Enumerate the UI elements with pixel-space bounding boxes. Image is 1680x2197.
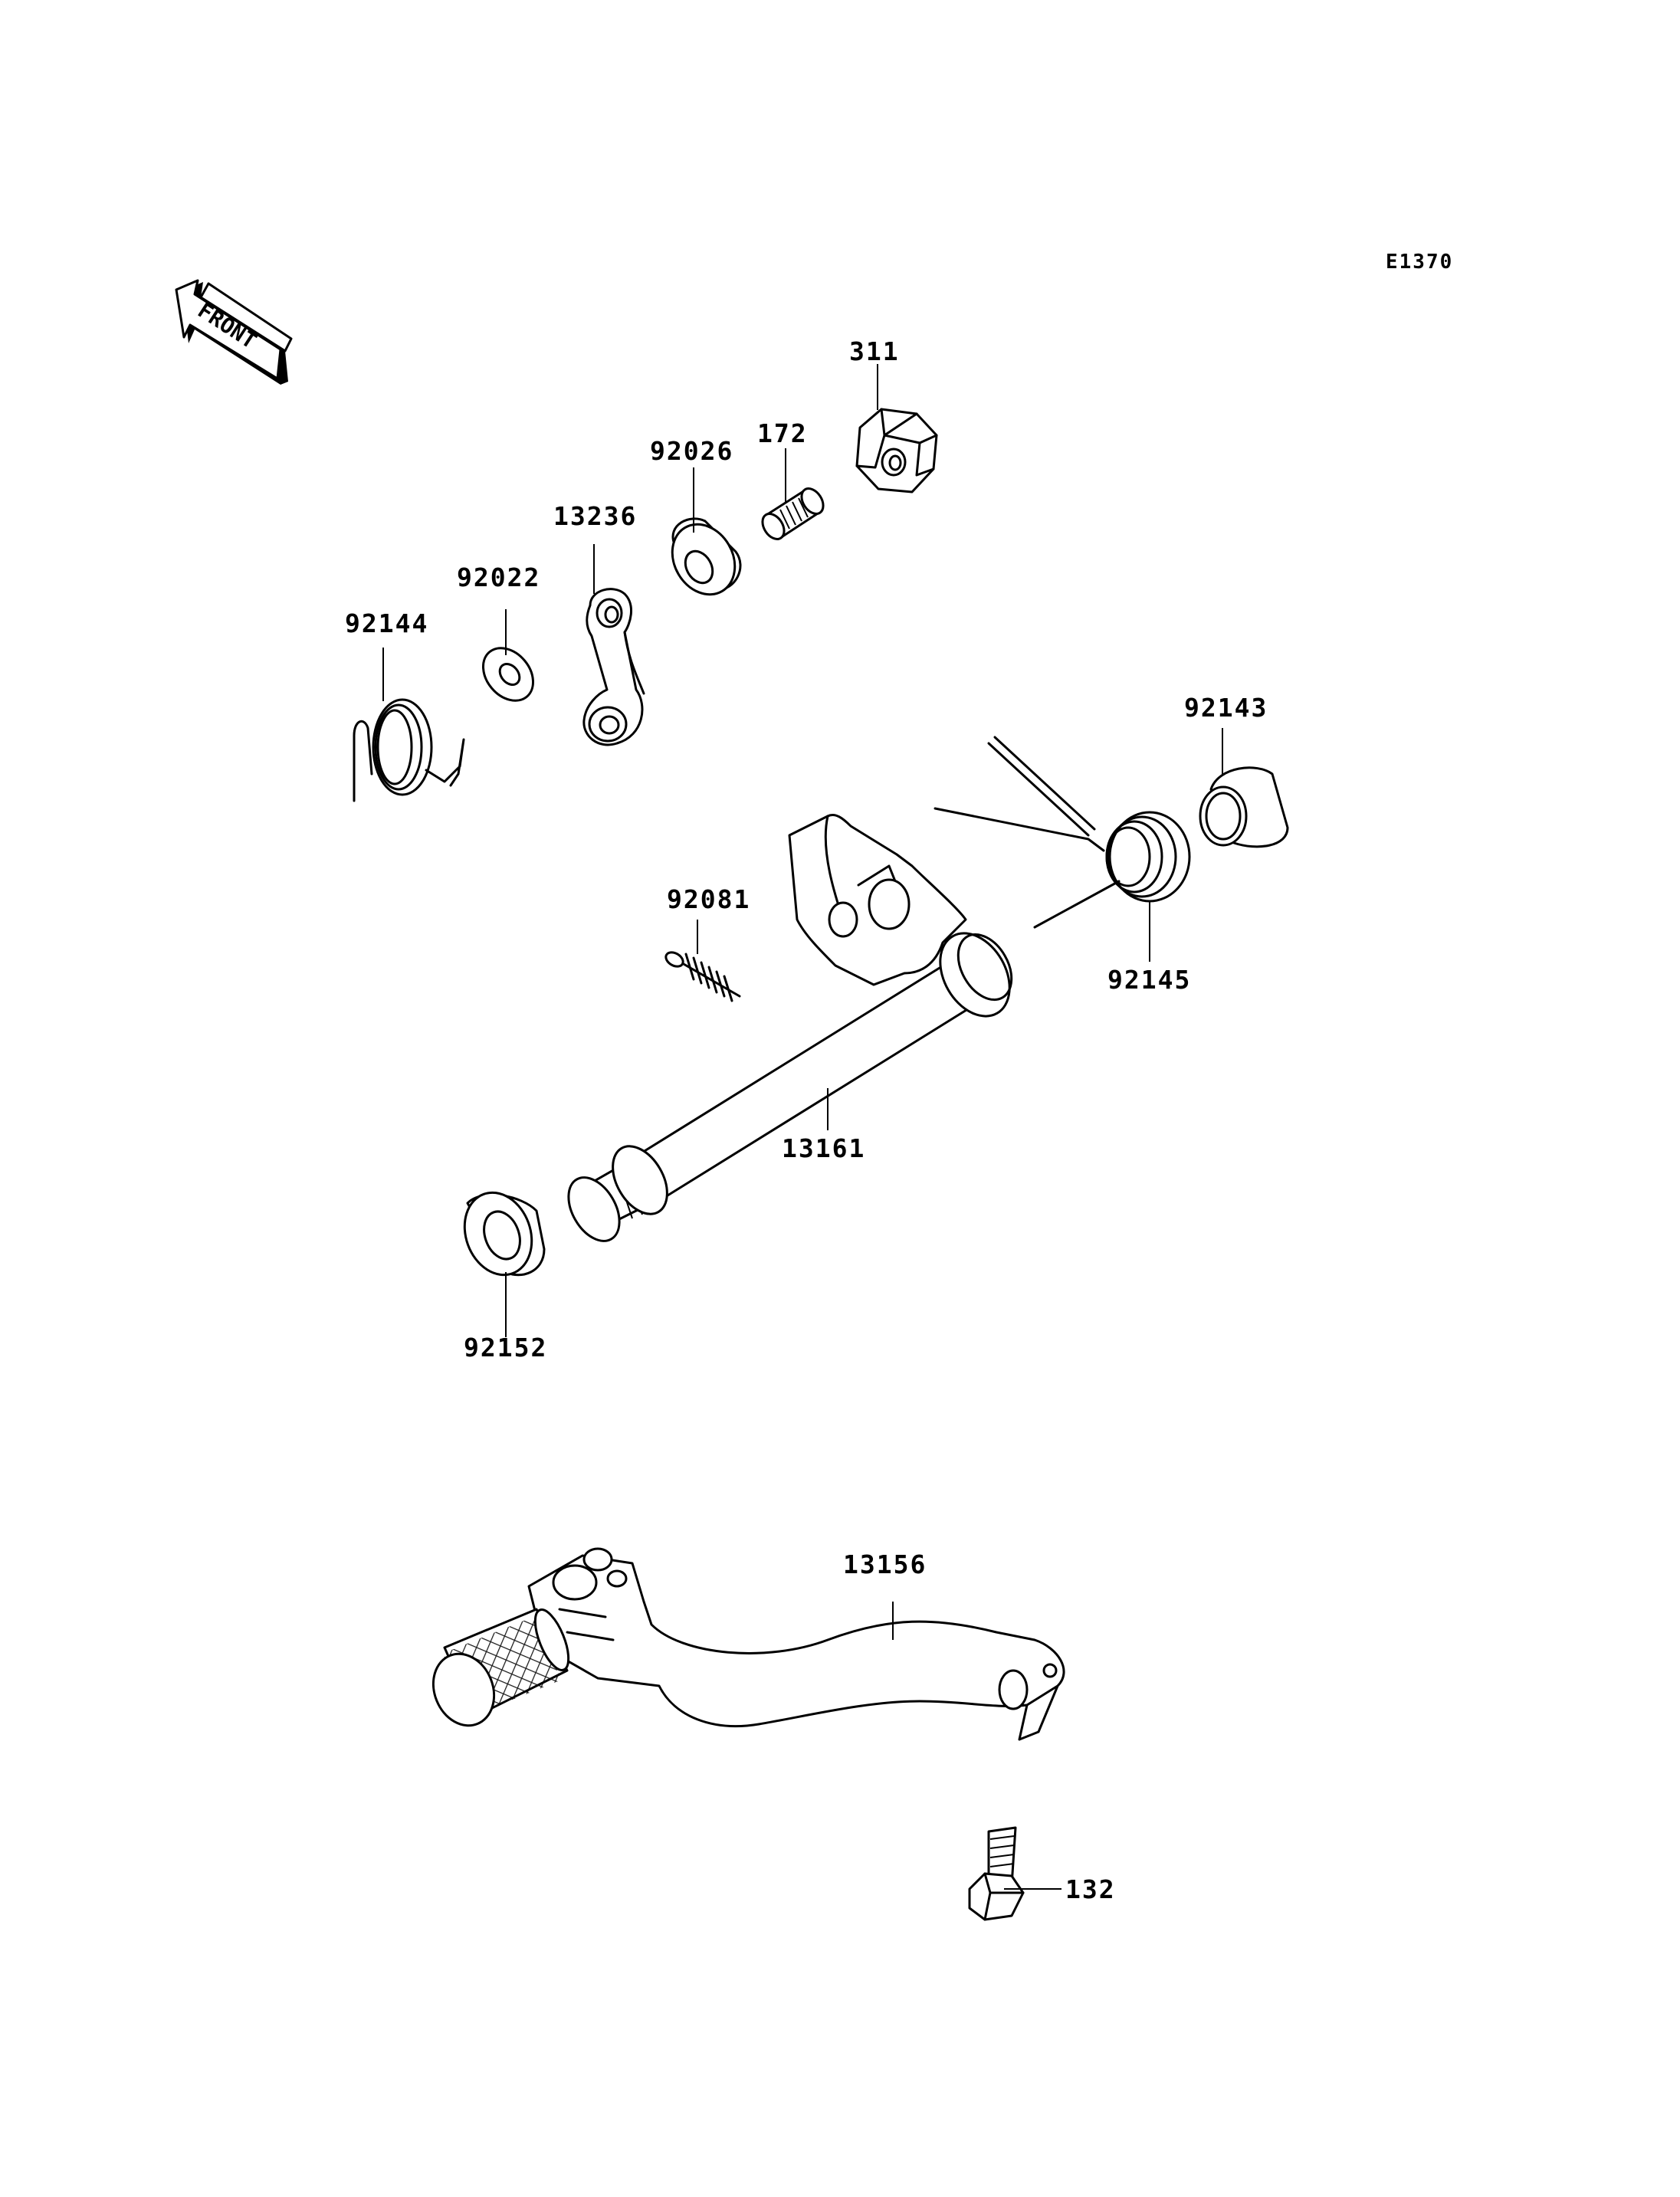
collar-92143 bbox=[1199, 766, 1289, 848]
link-arm-13236 bbox=[582, 588, 645, 746]
diagram-code: E1370 bbox=[1386, 251, 1453, 274]
part-label-92143: 92143 bbox=[1184, 693, 1268, 723]
spring-92145 bbox=[934, 736, 1191, 929]
washer-92022 bbox=[481, 647, 535, 702]
seal-92152 bbox=[463, 1191, 546, 1277]
part-label-92145: 92145 bbox=[1107, 965, 1191, 995]
part-label-311: 311 bbox=[849, 336, 900, 366]
part-label-132: 132 bbox=[1065, 1874, 1116, 1904]
part-label-172: 172 bbox=[757, 418, 808, 448]
shift-pedal-13156 bbox=[431, 1547, 1065, 1741]
spring-92144 bbox=[353, 698, 465, 802]
nut-311 bbox=[855, 408, 938, 494]
part-label-13161: 13161 bbox=[782, 1133, 865, 1163]
part-label-92022: 92022 bbox=[457, 562, 540, 592]
leader-lines bbox=[382, 364, 1223, 1890]
shift-shaft-13161 bbox=[567, 814, 1013, 1242]
part-label-13156: 13156 bbox=[843, 1549, 927, 1579]
part-label-92144: 92144 bbox=[345, 608, 428, 638]
part-label-13236: 13236 bbox=[553, 501, 637, 531]
spring-92081 bbox=[664, 951, 741, 1002]
pin-172 bbox=[761, 487, 825, 540]
part-label-92026: 92026 bbox=[650, 436, 733, 466]
part-label-92152: 92152 bbox=[464, 1333, 547, 1362]
part-label-92081: 92081 bbox=[667, 884, 750, 914]
bolt-132 bbox=[968, 1826, 1025, 1921]
front-arrow-icon: FRONT bbox=[175, 279, 293, 385]
washer-92026 bbox=[671, 517, 742, 596]
